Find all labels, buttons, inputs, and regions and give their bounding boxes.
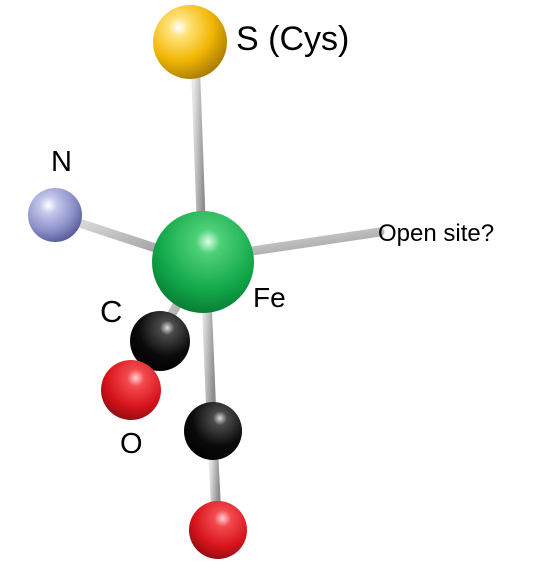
label-carbon: C (100, 294, 123, 329)
atom-carbon-equatorial (130, 311, 190, 371)
atom-oxygen-equatorial (101, 360, 161, 420)
label-open-site: Open site? (378, 220, 495, 247)
label-nitrogen: N (51, 146, 72, 178)
label-oxygen: O (120, 428, 143, 460)
atom-nitrogen (28, 188, 82, 242)
atom-iron (152, 211, 254, 313)
atom-sulfur (153, 5, 227, 79)
atoms (28, 5, 254, 559)
label-iron: Fe (253, 282, 286, 313)
atom-carbon-axial (184, 402, 242, 460)
atom-oxygen-axial (189, 501, 247, 559)
label-sulfur: S (Cys) (236, 20, 350, 58)
